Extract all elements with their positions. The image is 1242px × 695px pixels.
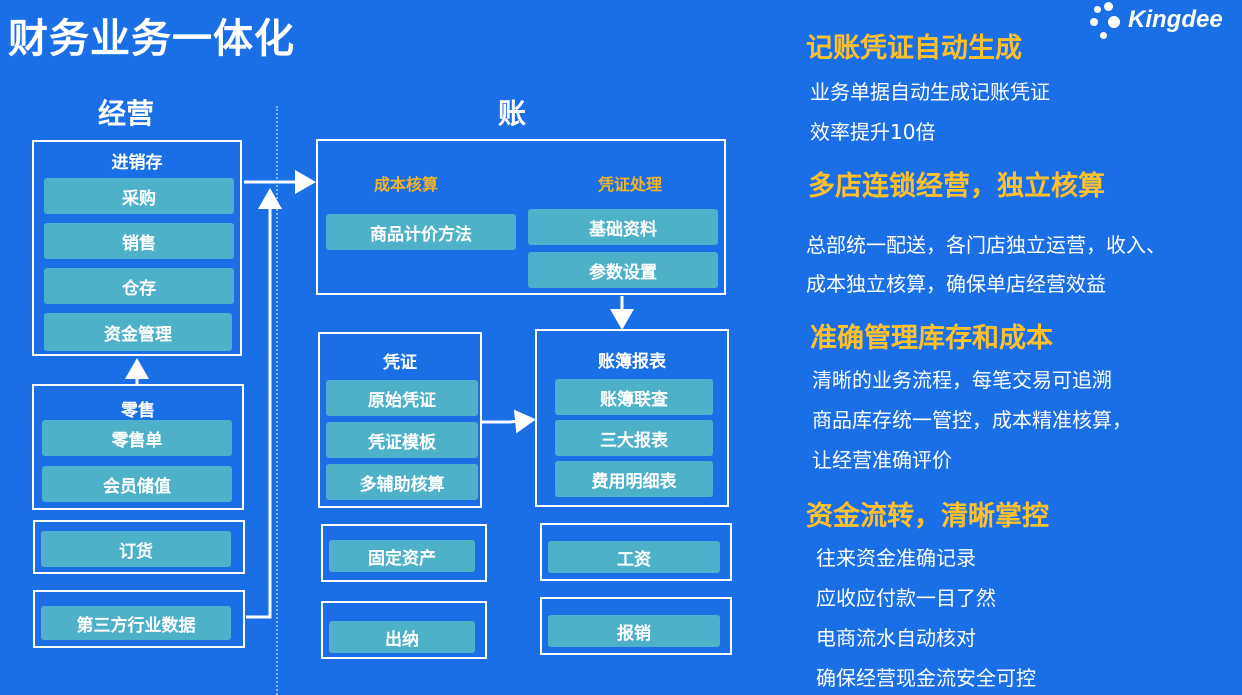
order-frame: 订货 xyxy=(33,520,245,574)
cost-accounting-title: 成本核算 xyxy=(374,175,439,194)
parameter-settings-button[interactable]: 参数设置 xyxy=(528,252,718,288)
feature-text: 确保经营现金流安全可控 xyxy=(816,666,1036,690)
logo-dot-icon xyxy=(1090,18,1098,26)
fixed-assets-button[interactable]: 固定资产 xyxy=(329,540,475,572)
feature-text: 让经营准确评价 xyxy=(812,448,952,472)
reimburse-button[interactable]: 报销 xyxy=(548,615,720,647)
reports-frame: 账簿报表 账簿联查 三大报表 费用明细表 xyxy=(535,329,729,507)
feature-heading-4: 资金流转，清晰掌控 xyxy=(806,501,1049,532)
logo-dot-icon xyxy=(1100,32,1107,39)
cashier-button[interactable]: 出纳 xyxy=(329,621,475,653)
feature-text: 商品库存统一管控，成本精准核算， xyxy=(812,408,1132,432)
operations-header: 经营 xyxy=(98,97,155,130)
original-voucher-button[interactable]: 原始凭证 xyxy=(326,380,478,416)
retail-order-button[interactable]: 零售单 xyxy=(42,420,232,456)
logo-dot-icon xyxy=(1108,16,1120,28)
divider xyxy=(276,106,278,695)
feature-heading-2: 多店连锁经营，独立核算 xyxy=(808,171,1105,202)
salary-button[interactable]: 工资 xyxy=(548,541,720,573)
feature-text: 成本独立核算，确保单店经营效益 xyxy=(806,272,1106,296)
arrow-third-party xyxy=(246,188,282,619)
page-title: 财务业务一体化 xyxy=(8,16,295,62)
voucher-processing-title: 凭证处理 xyxy=(598,175,663,194)
feature-text: 往来资金准确记录 xyxy=(816,546,976,570)
expense-detail-button[interactable]: 费用明细表 xyxy=(555,461,713,497)
sales-button[interactable]: 销售 xyxy=(44,223,234,259)
feature-text: 电商流水自动核对 xyxy=(816,626,976,650)
cashier-frame: 出纳 xyxy=(321,601,487,659)
arrow-voucher-to-reports xyxy=(482,409,536,434)
voucher-title: 凭证 xyxy=(383,353,417,373)
feature-heading-3: 准确管理库存和成本 xyxy=(810,323,1053,354)
basic-data-button[interactable]: 基础资料 xyxy=(528,209,718,245)
multi-auxiliary-button[interactable]: 多辅助核算 xyxy=(326,464,478,500)
warehouse-button[interactable]: 仓存 xyxy=(44,268,234,304)
pricing-method-button[interactable]: 商品计价方法 xyxy=(326,214,516,250)
reimburse-frame: 报销 xyxy=(540,597,732,655)
third-party-frame: 第三方行业数据 xyxy=(33,590,245,648)
feature-heading-1: 记账凭证自动生成 xyxy=(806,33,1022,64)
voucher-template-button[interactable]: 凭证模板 xyxy=(326,422,478,458)
ledger-top-frame: 成本核算 凭证处理 商品计价方法 基础资料 参数设置 xyxy=(316,139,726,295)
feature-text: 应收应付款一目了然 xyxy=(816,586,996,610)
voucher-frame: 凭证 原始凭证 凭证模板 多辅助核算 xyxy=(318,332,482,508)
ledger-query-button[interactable]: 账簿联查 xyxy=(555,379,713,415)
retail-frame: 零售 零售单 会员储值 xyxy=(32,384,244,510)
feature-text: 清晰的业务流程，每笔交易可追溯 xyxy=(812,368,1112,392)
inventory-frame: 进销存 采购 销售 仓存 资金管理 xyxy=(32,140,242,356)
member-deposit-button[interactable]: 会员储值 xyxy=(42,466,232,502)
three-reports-button[interactable]: 三大报表 xyxy=(555,420,713,456)
logo-dot-icon xyxy=(1104,2,1113,11)
order-button[interactable]: 订货 xyxy=(41,531,231,567)
funds-button[interactable]: 资金管理 xyxy=(44,313,232,351)
fixed-assets-frame: 固定资产 xyxy=(321,524,487,582)
purchase-button[interactable]: 采购 xyxy=(44,178,234,214)
kingdee-logo: Kingdee xyxy=(1090,2,1240,42)
ledger-header: 账 xyxy=(498,97,527,130)
logo-dot-icon xyxy=(1094,6,1101,13)
reports-title: 账簿报表 xyxy=(598,352,666,372)
retail-title: 零售 xyxy=(121,401,155,421)
feature-text: 业务单据自动生成记账凭证 xyxy=(810,80,1050,104)
feature-text: 总部统一配送，各门店独立运营，收入、 xyxy=(806,233,1166,257)
third-party-data-button[interactable]: 第三方行业数据 xyxy=(41,606,231,640)
feature-text: 效率提升10倍 xyxy=(810,120,936,144)
inventory-title: 进销存 xyxy=(111,153,163,173)
logo-text: Kingdee xyxy=(1128,6,1223,33)
salary-frame: 工资 xyxy=(540,523,732,581)
